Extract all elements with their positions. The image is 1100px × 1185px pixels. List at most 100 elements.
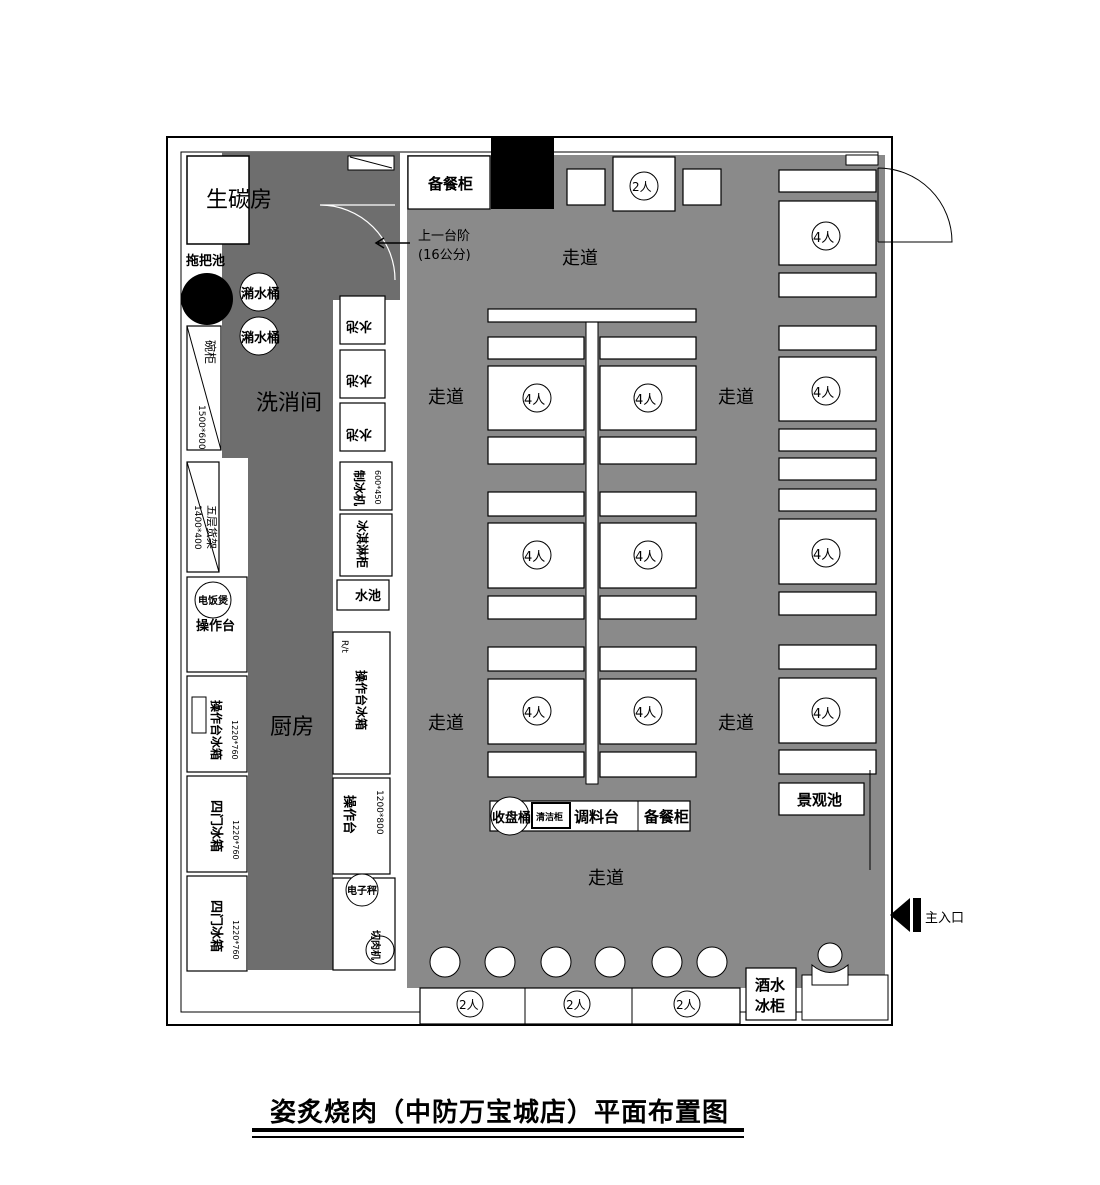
table-4-label: 4人 xyxy=(524,393,545,408)
bowl-cabinet-size: 1500*600 xyxy=(196,405,206,450)
slicer-label: 切肉机 xyxy=(369,930,382,960)
entrance-label: 主入口 xyxy=(925,911,964,926)
table-2-label: 2人 xyxy=(632,180,652,194)
fridge-worktable-right xyxy=(332,631,391,775)
person-icon xyxy=(817,942,843,968)
sink-label: 水池 xyxy=(346,426,372,442)
wine-fridge-label-2: 冰柜 xyxy=(755,997,785,1015)
seasoning-station-label: 调料台 xyxy=(574,808,619,826)
table-4-label: 4人 xyxy=(635,393,656,408)
worktable-right-label: 操作台 xyxy=(341,795,357,834)
person-icon xyxy=(811,963,849,986)
four-door-fridge xyxy=(186,775,248,873)
wine-fridge-label: 酒水 xyxy=(755,976,786,994)
charcoal-room xyxy=(186,155,250,245)
table-2-label: 2人 xyxy=(676,998,696,1012)
fridge-size: 1220*760 xyxy=(231,820,240,860)
slicer-icon xyxy=(365,935,395,965)
worktable-left-label: 操作台 xyxy=(196,618,235,634)
four-door-fridge xyxy=(186,875,248,972)
fridge-size: 1220*760 xyxy=(231,920,240,960)
serving-cabinet-top xyxy=(407,155,491,210)
power-label: R/t xyxy=(339,640,349,653)
sink-label: 水池 xyxy=(346,372,372,388)
table-4-label: 4人 xyxy=(813,386,834,401)
cleaning-cabinet-label: 清洁柜 xyxy=(536,811,563,823)
stool xyxy=(682,168,722,206)
title-underline xyxy=(252,1128,744,1132)
shelf-label: 五层货架 xyxy=(205,505,219,549)
sink xyxy=(339,349,386,399)
table-4-label: 4人 xyxy=(813,231,834,246)
stool xyxy=(566,168,606,206)
title-underline xyxy=(252,1136,744,1138)
fridge-worktable-right-label: 操作台冰箱 xyxy=(354,670,369,730)
bucket-label: 潲水桶 xyxy=(241,330,280,346)
door-swing xyxy=(877,167,953,243)
corridor-label: 走道 xyxy=(428,387,464,408)
bucket-label: 潲水桶 xyxy=(241,286,280,302)
rice-cooker-label: 电饭煲 xyxy=(198,594,229,607)
ice-maker-size: 600*450 xyxy=(373,470,382,505)
pillar xyxy=(491,137,554,209)
worktable-size: 1200*800 xyxy=(374,790,384,835)
corridor-label: 走道 xyxy=(428,713,464,734)
landscape-pool-label: 景观池 xyxy=(797,791,842,809)
step-note: 上一台阶 xyxy=(418,229,470,244)
hand-sink xyxy=(336,579,390,611)
bench xyxy=(487,308,697,323)
table-4-label: 4人 xyxy=(524,550,545,565)
bowl-cabinet-label: 碗柜 xyxy=(203,340,218,364)
sink xyxy=(339,295,386,345)
table-4-label: 4人 xyxy=(635,550,656,565)
bucket-icon xyxy=(239,272,279,312)
sink xyxy=(339,402,386,452)
shelf-size: 1400*400 xyxy=(192,505,202,550)
table-2-label: 2人 xyxy=(566,998,586,1012)
table-4-label: 4人 xyxy=(635,706,656,721)
center-divider xyxy=(585,321,599,785)
corridor-label: 走道 xyxy=(718,387,754,408)
center-block-1 xyxy=(487,336,697,465)
fridge-size: 1220*760 xyxy=(230,720,239,760)
washroom-label: 洗消间 xyxy=(256,391,322,416)
scale-icon xyxy=(345,873,379,907)
corridor-label: 走道 xyxy=(718,713,754,734)
mop-sink-icon xyxy=(181,273,233,325)
landscape-pool xyxy=(778,782,865,816)
arrow-left-icon xyxy=(374,237,410,249)
mop-sink-label: 拖把池 xyxy=(186,253,225,269)
drawing-title: 姿炙烧肉（中防万宝城店）平面布置图 xyxy=(269,1098,729,1128)
step-note-sub: (16公分) xyxy=(418,248,471,263)
bucket-icon xyxy=(239,316,279,356)
right-booths xyxy=(778,169,877,775)
serving-cabinet-bottom-label: 备餐柜 xyxy=(643,808,689,826)
tray-bin-label: 收盘桶 xyxy=(492,810,531,826)
cleaning-cabinet xyxy=(531,802,571,829)
serving-cabinet-top-label: 备餐柜 xyxy=(427,175,473,193)
table-4-label: 4人 xyxy=(813,707,834,722)
rice-cooker-icon xyxy=(194,581,232,619)
entrance-arrow-icon xyxy=(890,898,910,932)
kitchen-floor xyxy=(222,152,400,970)
corridor-label: 走道 xyxy=(588,868,624,889)
table-4-label: 4人 xyxy=(813,548,834,563)
fridge-worktable-left-label: 操作台冰箱 xyxy=(209,700,224,760)
kitchen-label: 厨房 xyxy=(270,715,314,740)
table-4-label: 4人 xyxy=(524,706,545,721)
scale-label: 电子秤 xyxy=(347,884,377,897)
charcoal-room-label: 生碳房 xyxy=(206,188,272,213)
tray-bin-icon xyxy=(490,796,530,836)
worktable-right xyxy=(332,777,391,875)
hand-sink-label: 水池 xyxy=(355,588,381,604)
ice-maker xyxy=(339,461,393,511)
ice-cream-cabinet xyxy=(339,513,393,577)
ice-cream-label: 冰淇淋柜 xyxy=(355,520,370,568)
wine-fridge xyxy=(745,967,797,1021)
sink-label: 水池 xyxy=(346,318,372,334)
corridor-label: 走道 xyxy=(562,248,598,269)
table-2-label: 2人 xyxy=(459,998,479,1012)
door-swing xyxy=(319,204,396,281)
four-door-fridge-label: 四门冰箱 xyxy=(208,800,224,852)
